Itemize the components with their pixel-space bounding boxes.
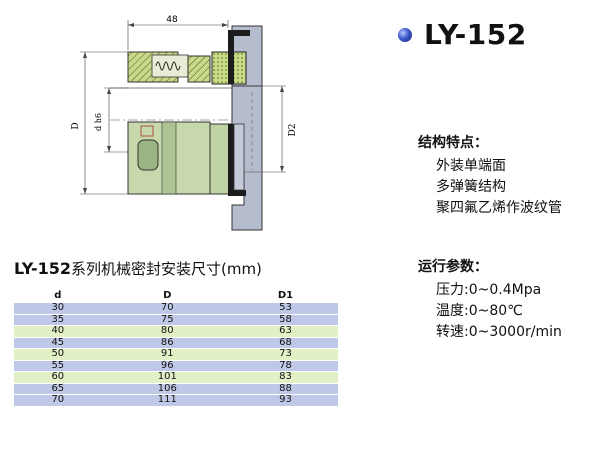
features-item: 多弹簧结构 [436,179,506,195]
table-title: LY-152系列机械密封安装尺寸(mm) [14,258,262,279]
cell-d: 50 [14,348,102,360]
model-name: LY-152 [424,18,527,51]
cell-D1: 78 [232,359,338,372]
cell-d: 60 [14,371,102,383]
cell-D1: 93 [232,394,338,406]
header-d: d [54,289,62,301]
seal-body-lower-shade [161,121,177,195]
set-screw [140,125,154,137]
features-section: 结构特点： 外装单端面 多弹簧结构 聚四氟乙烯作波纹管 [418,132,562,219]
spring-coils [155,61,181,71]
cell-D: 70 [101,302,233,314]
cell-D1: 73 [232,348,338,360]
features-item: 聚四氟乙烯作波纹管 [436,200,562,216]
cell-D1: 63 [232,325,338,337]
cell-d: 65 [14,382,102,395]
cell-D1: 83 [232,371,338,383]
table-header-row: d D D1 [14,288,338,303]
header-D1: D1 [277,289,294,301]
cell-D1: 68 [232,336,338,349]
header-D: D [163,289,172,301]
cell-D: 75 [101,313,233,326]
model-title: LY-152 [398,18,527,51]
dim-D-label: D [71,122,81,129]
dim-48-label: 48 [166,15,178,25]
params-item: 温度:0~80℃ [436,303,523,319]
seal-ring-upper [187,55,211,83]
drive-slot [137,139,159,171]
params-item: 转速:0~3000r/min [436,324,562,340]
cell-D: 101 [101,371,233,383]
dim-D2-label: D2 [288,124,298,137]
cell-D1: 53 [232,302,338,314]
bullet-icon [398,27,412,42]
cell-d: 45 [14,336,102,349]
cell-D: 80 [101,325,233,337]
cell-D: 111 [101,394,233,406]
cell-d: 30 [14,302,102,314]
dim-d-label: d h6 [94,113,103,131]
table-title-text: 系列机械密封安装尺寸(mm) [70,260,262,278]
seat-black-upper [228,30,234,84]
cell-D1: 58 [232,313,338,326]
seat-black-bottom [228,190,246,196]
params-item: 压力:0~0.4Mpa [436,282,542,298]
table-title-model: LY-152 [14,259,71,278]
seal-spring-zone [151,54,189,78]
cell-d: 55 [14,359,102,372]
seat-grey-lower [233,123,245,191]
cell-d: 70 [14,394,102,406]
cell-d: 40 [14,325,102,337]
params-section: 运行参数： 压力:0~0.4Mpa 温度:0~80℃ 转速:0~3000r/mi… [418,256,562,343]
cell-d: 35 [14,313,102,326]
features-title: 结构特点： [418,135,488,151]
cell-D: 96 [101,359,233,372]
seat-black-lower [228,124,234,196]
cell-D: 91 [101,348,233,360]
cell-D: 86 [101,336,233,349]
seal-drawing: 48 D d h6 D2 [71,15,298,231]
cell-D: 106 [101,382,233,395]
cell-D1: 88 [232,382,338,395]
params-title: 运行参数： [418,259,488,275]
seat-black-top [228,30,250,36]
features-item: 外装单端面 [436,158,506,174]
